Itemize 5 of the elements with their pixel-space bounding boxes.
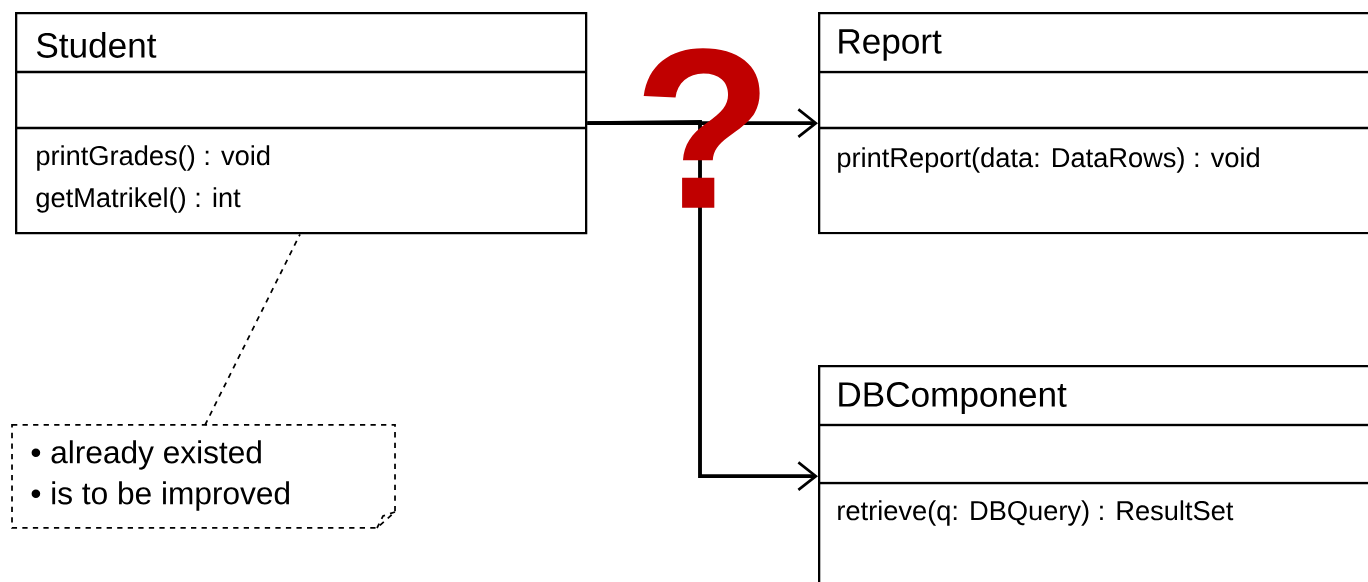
class-box: DBComponent retrieve(q: DBQuery) : ResultSet (818, 365, 1368, 582)
class-box: Student printGrades() : void getMatrikel() : int (15, 12, 588, 235)
note-box: • already existed • is to be improved (11, 424, 396, 529)
leader-line (204, 233, 301, 426)
class-box: Report printReport(data: DataRows) : void (818, 12, 1368, 235)
